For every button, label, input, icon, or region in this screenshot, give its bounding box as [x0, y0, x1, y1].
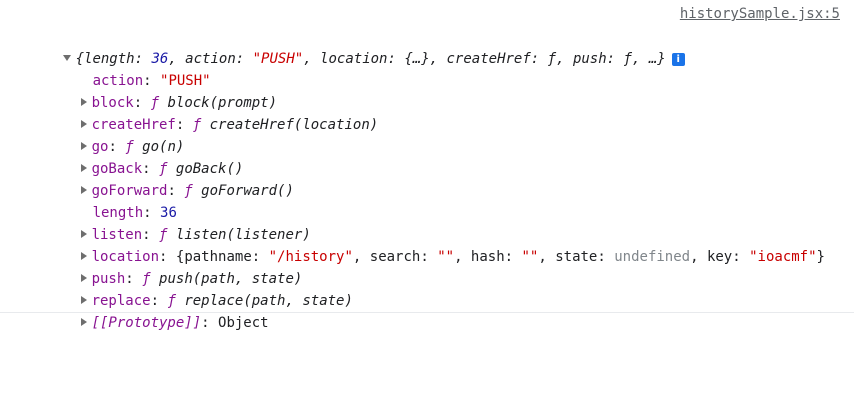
prop-go[interactable]: go: ƒ go(n) [30, 114, 184, 155]
prop-prototype[interactable]: [[Prototype]]: Object [30, 290, 269, 331]
prop-location[interactable]: location: {pathname: "/history", search:… [30, 224, 825, 265]
prop-replace[interactable]: replace: ƒ replace(path, state) [30, 268, 353, 309]
expand-triangle-icon[interactable] [80, 296, 87, 304]
summary-text: {length: 36, action: "PUSH", location: {… [75, 51, 666, 67]
prop-length: length: 36 [92, 205, 177, 221]
expand-triangle-icon[interactable] [80, 120, 87, 128]
expand-triangle-icon[interactable] [80, 142, 87, 150]
expand-triangle-icon[interactable] [80, 274, 87, 282]
prop-listen[interactable]: listen: ƒ listen(listener) [30, 202, 311, 243]
log-entry: {length: 36, action: "PUSH", location: {… [0, 26, 854, 331]
prop-push[interactable]: push: ƒ push(path, state) [30, 246, 302, 287]
expand-triangle-icon[interactable] [80, 186, 87, 194]
expand-triangle-icon[interactable] [80, 230, 87, 238]
object-summary[interactable]: {length: 36, action: "PUSH", location: {… [12, 26, 685, 67]
info-icon[interactable]: i [671, 53, 685, 66]
prop-goBack[interactable]: goBack: ƒ goBack() [30, 136, 243, 177]
prop-createHref[interactable]: createHref: ƒ createHref(location) [30, 92, 378, 133]
prop-block[interactable]: block: ƒ block(prompt) [30, 70, 277, 111]
expand-triangle-icon[interactable] [80, 252, 87, 260]
expand-triangle-icon[interactable] [80, 98, 87, 106]
prop-goForward[interactable]: goForward: ƒ goForward() [30, 158, 294, 199]
source-link[interactable]: historySample.jsx:5 [679, 6, 840, 22]
expand-triangle-icon[interactable] [80, 318, 87, 326]
expand-triangle-icon[interactable] [80, 164, 87, 172]
prop-action: action: "PUSH" [92, 73, 211, 89]
collapse-triangle-icon[interactable] [62, 55, 71, 61]
